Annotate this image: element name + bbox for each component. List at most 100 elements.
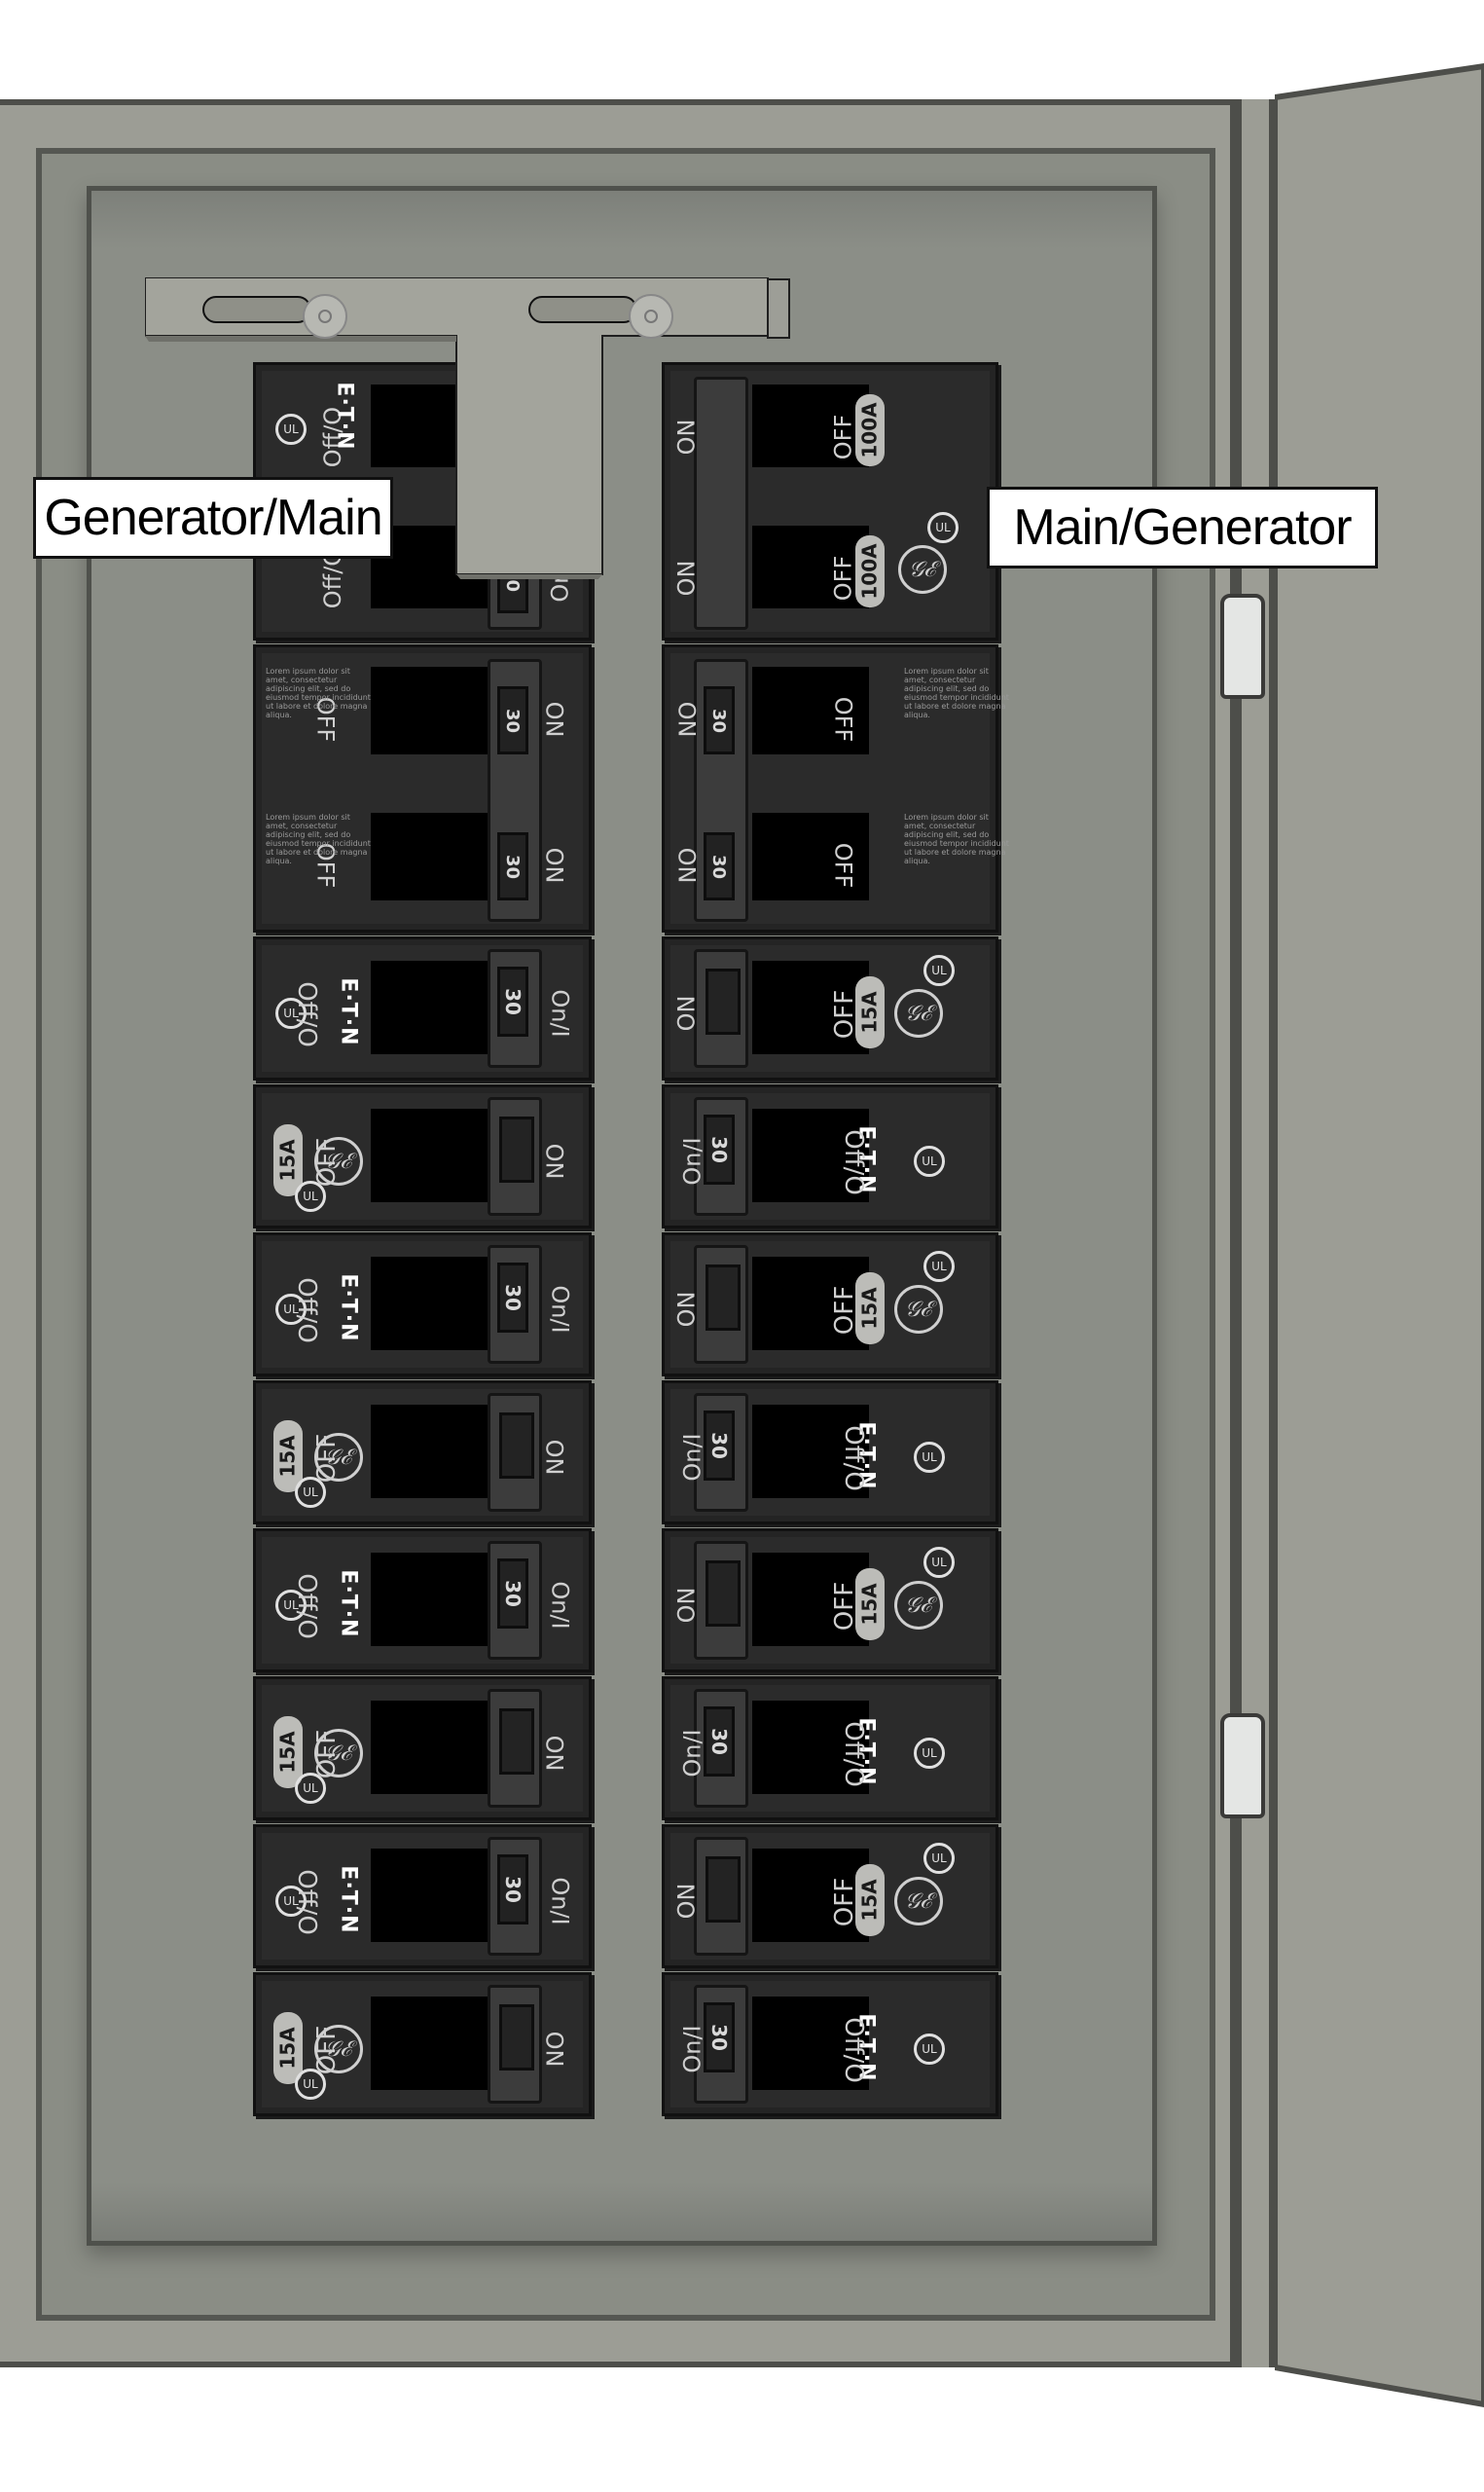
rating-text: 30 <box>501 1876 525 1903</box>
off-label: Off/O <box>838 1425 868 1491</box>
off-label: Off/O <box>838 1129 868 1195</box>
off-label: OFF <box>829 842 857 889</box>
rating-text: 30 <box>502 854 524 879</box>
eaton-logo-icon: E·T·N <box>336 1273 361 1342</box>
amp-badge: 100A <box>855 394 885 466</box>
rating-text: 30 <box>707 1136 731 1163</box>
on-label: On/I <box>678 1137 706 1186</box>
amp-badge: 100A <box>855 535 885 607</box>
ul-logo-icon: UL <box>923 1843 955 1874</box>
ul-logo-icon: UL <box>275 998 307 1029</box>
on-label: ON <box>672 1883 701 1920</box>
label-main-generator: Main/Generator <box>987 487 1378 568</box>
off-label: OFF <box>830 1285 860 1336</box>
handle-slot-icon <box>706 1560 741 1627</box>
on-label: On/I <box>678 2025 706 2073</box>
on-label: ON <box>672 1587 701 1624</box>
ul-logo-icon: UL <box>295 2069 326 2100</box>
ul-logo-icon: UL <box>275 1886 307 1917</box>
ul-logo-icon: UL <box>923 955 955 986</box>
rating-text: 30 <box>707 1728 731 1755</box>
on-label: On/I <box>678 1729 706 1777</box>
on-label: On/I <box>678 1433 706 1482</box>
ge-logo-icon: 𝒢ℰ <box>314 1137 363 1186</box>
rating-badge: 30 <box>704 1115 735 1185</box>
amp-badge: 15A <box>855 1272 885 1344</box>
on-label: ON <box>540 701 568 738</box>
off-label: Off/O <box>291 1573 321 1639</box>
handle-window-icon <box>371 1553 488 1646</box>
ge-logo-icon: 𝒢ℰ <box>894 989 943 1038</box>
handle-slot-icon <box>499 1412 534 1479</box>
rating-text: 15A <box>858 1583 882 1626</box>
off-label: Off/O <box>291 1277 321 1343</box>
rating-text: 15A <box>276 1139 300 1182</box>
interlock-plate[interactable] <box>145 277 912 579</box>
breaker-handle[interactable] <box>694 1097 748 1216</box>
handle-window-icon <box>371 1257 488 1350</box>
ul-logo-icon: UL <box>914 2034 945 2065</box>
off-label: Off/O <box>291 1869 321 1935</box>
handle-window-icon <box>371 1405 488 1498</box>
on-label: ON <box>540 847 568 884</box>
rating-badge: 30 <box>497 967 528 1037</box>
off-label: Off/O <box>291 981 321 1047</box>
handle-window-icon <box>752 1997 869 2090</box>
rating-text: 15A <box>276 2027 300 2070</box>
handle-window-icon <box>752 1257 869 1350</box>
handle-window-icon <box>752 1109 869 1202</box>
rating-badge: 30 <box>704 832 735 900</box>
breaker-column-left: 30On/IOff/O30On/IOff/OE·T·NUL30ONOFFLore… <box>253 362 592 2132</box>
rating-badge: 30 <box>704 2002 735 2072</box>
rating-badge: 30 <box>704 1411 735 1481</box>
handle-window-icon <box>752 961 869 1054</box>
ul-logo-icon: UL <box>914 1442 945 1473</box>
on-label: ON <box>540 1439 568 1476</box>
rating-text: 30 <box>501 1580 525 1607</box>
handle-slot-icon <box>706 969 741 1035</box>
ul-logo-icon: UL <box>275 414 307 445</box>
rating-text: 30 <box>502 708 524 733</box>
on-label: On/I <box>546 1877 574 1925</box>
on-label: ON <box>672 1291 701 1328</box>
handle-window-icon <box>752 1405 869 1498</box>
handle-window-icon <box>752 667 869 754</box>
handle-window-icon <box>371 1997 488 2090</box>
ge-logo-icon: 𝒢ℰ <box>314 2025 363 2073</box>
on-label: ON <box>672 847 701 884</box>
on-label: ON <box>540 2031 568 2068</box>
amp-badge: 15A <box>855 1568 885 1640</box>
handle-window-icon <box>752 813 869 900</box>
off-label: Off/O <box>838 1721 868 1787</box>
on-label: ON <box>672 701 701 738</box>
rating-text: 30 <box>708 854 730 879</box>
rating-text: 15A <box>858 1287 882 1330</box>
breaker-handle-tie[interactable] <box>694 377 748 630</box>
rating-text: 15A <box>276 1731 300 1774</box>
rating-badge: 30 <box>497 686 528 754</box>
panel-door[interactable] <box>1275 0 1484 2492</box>
rating-text: 30 <box>708 708 730 733</box>
fine-print: Lorem ipsum dolor sit amet, consectetur … <box>904 813 1009 865</box>
ul-logo-icon: UL <box>275 1590 307 1621</box>
